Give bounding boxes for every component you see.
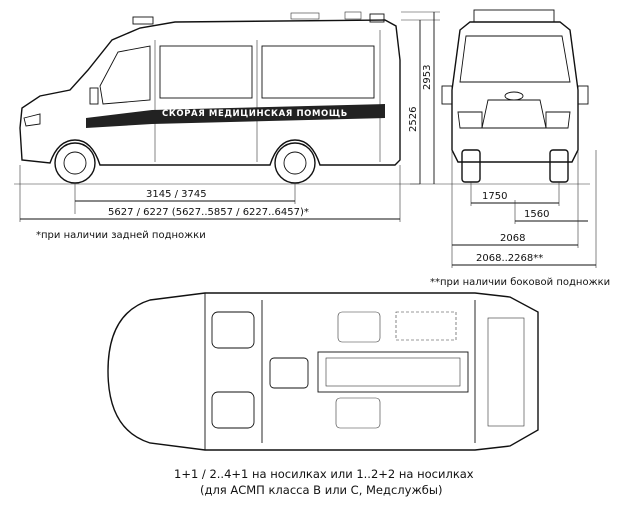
front-mirror-left-icon bbox=[441, 85, 453, 105]
side-rear-wheel-icon bbox=[274, 142, 316, 184]
seat-driver-icon bbox=[211, 311, 255, 349]
seat-rear-icon bbox=[269, 357, 309, 389]
front-roof-rack bbox=[473, 9, 555, 23]
side-window-2 bbox=[261, 45, 375, 99]
wheelbase-dim: 3145 / 3745 bbox=[146, 189, 207, 200]
layout-caption-1: 1+1 / 2..4+1 на носилках или 1..2+2 на н… bbox=[174, 467, 474, 481]
roof-beacon-rear-icon bbox=[369, 13, 385, 23]
front-wheel-right-icon bbox=[549, 149, 569, 183]
layout-caption-2: (для АСМП класса В или С, Медслужбы) bbox=[200, 483, 442, 497]
side-front-wheel-icon bbox=[54, 142, 96, 184]
seat-passenger-icon bbox=[211, 391, 255, 429]
front-view: 1750 1560 2068 2068..2268** **при наличи… bbox=[430, 9, 610, 288]
side-body-outline bbox=[19, 19, 401, 166]
width-step-dim: 2068..2268** bbox=[476, 253, 543, 264]
track-rear-dim: 1560 bbox=[524, 209, 549, 220]
top-view: 1+1 / 2..4+1 на носилках или 1..2+2 на н… bbox=[107, 292, 539, 497]
seat-attendant-2-icon bbox=[335, 397, 381, 429]
cabinet-icon bbox=[395, 311, 457, 341]
front-mirror-right-icon bbox=[577, 85, 589, 105]
stripe-text: СКОРАЯ МЕДИЦИНСКАЯ ПОМОЩЬ bbox=[162, 109, 348, 119]
side-view: СКОРАЯ МЕДИЦИНСКАЯ ПОМОЩЬ 2526 2953 3145… bbox=[14, 11, 440, 241]
height-2953: 2953 bbox=[422, 65, 433, 90]
length-dim: 5627 / 6227 (5627..5857 / 6227..6457)* bbox=[108, 207, 309, 218]
height-2526: 2526 bbox=[408, 107, 419, 132]
roof-beacon-front-icon bbox=[132, 16, 154, 25]
roof-lamp-icon bbox=[344, 11, 362, 20]
front-logo-icon bbox=[504, 91, 524, 101]
rear-doors bbox=[487, 317, 525, 427]
stretcher-icon bbox=[317, 351, 469, 393]
front-windshield bbox=[459, 35, 571, 83]
top-body-outline bbox=[107, 292, 539, 451]
side-step-note: **при наличии боковой подножки bbox=[430, 277, 610, 288]
side-stripe bbox=[86, 104, 385, 128]
rear-step-note: *при наличии задней подножки bbox=[36, 230, 206, 241]
side-mirror-icon bbox=[89, 87, 99, 105]
front-grille bbox=[481, 99, 547, 129]
roof-vent-icon bbox=[290, 12, 320, 20]
side-window-1 bbox=[159, 45, 253, 99]
front-wheel-left-icon bbox=[461, 149, 481, 183]
side-headlight-icon bbox=[23, 113, 41, 127]
width-dim: 2068 bbox=[500, 233, 525, 244]
seat-attendant-1-icon bbox=[337, 311, 381, 343]
front-headlight-right-icon bbox=[545, 111, 571, 129]
track-front-dim: 1750 bbox=[482, 191, 507, 202]
side-front-window bbox=[99, 45, 151, 105]
front-headlight-left-icon bbox=[457, 111, 483, 129]
